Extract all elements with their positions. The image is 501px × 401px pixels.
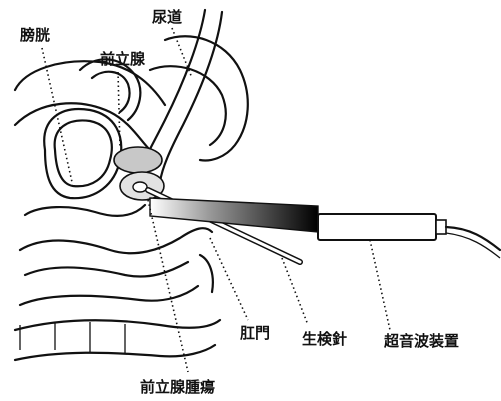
label-anus: 肛門 [240,324,270,342]
label-ultrasound-device: 超音波装置 [383,332,459,350]
label-bladder: 膀胱 [20,26,50,44]
label-urethra: 尿道 [152,8,182,26]
label-prostate-cancer: 前立腺腫瘍 [140,378,215,396]
label-biopsy-needle: 生検針 [302,330,347,348]
label-prostate: 前立腺 [100,50,146,68]
